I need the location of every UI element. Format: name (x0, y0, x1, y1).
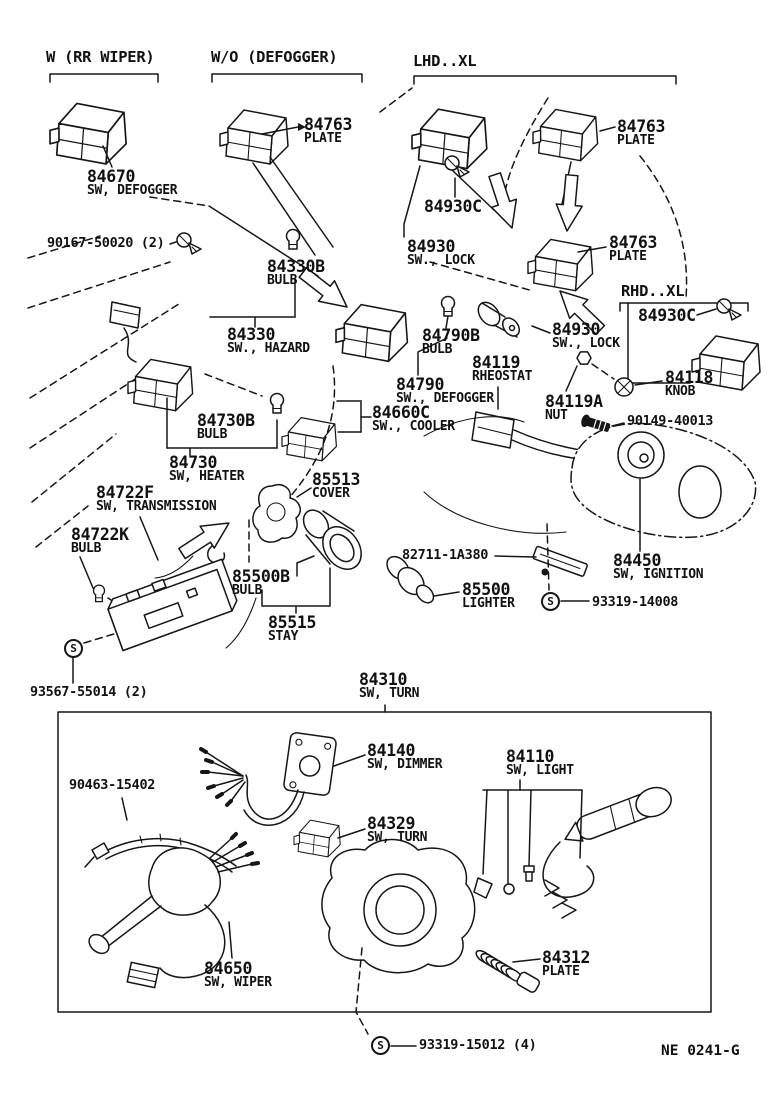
connector-drawing-wiper (126, 961, 160, 989)
screw-symbol: S (64, 639, 83, 658)
part-label-93319-15012: 93319-15012 (4) (419, 1037, 537, 1053)
part-label-82711-1a380: 82711-1A380 (402, 547, 489, 563)
part-label-90149-40013: 90149-40013 (627, 413, 714, 429)
bulb-drawing-84730b (269, 392, 285, 414)
screw-drawing-84930c-right (716, 298, 742, 321)
bulb-drawing-84330b (285, 228, 301, 250)
part-label-84930c-1: 84930C (424, 197, 482, 216)
screw-symbol: S (541, 592, 560, 611)
switch-drawing-84670 (49, 102, 128, 165)
bracket-drawing-82711 (532, 545, 588, 577)
switch-drawing-heater (127, 358, 194, 412)
bolt-drawing-90149 (581, 414, 611, 432)
flow-arrow (553, 173, 586, 233)
switch-drawing-hazard (335, 303, 409, 363)
switch-drawing-cooler (281, 417, 337, 462)
page-code: NE 0241-G (661, 1043, 740, 1059)
relay-drawing-84329 (293, 819, 341, 858)
bulb-drawing-84790b (440, 295, 456, 317)
section-label-wo-defogger: W/O (DEFOGGER) (211, 48, 338, 66)
part-label-93567-55014: 93567-55014 (2) (30, 684, 148, 700)
part-label-90463-15402: 90463-15402 (69, 777, 156, 793)
section-label-rhd-xl: RHD..XL (621, 282, 685, 300)
switch-drawing-84140 (283, 732, 337, 796)
section-label-w-rr-wiper: W (RR WIPER) (46, 48, 155, 66)
section-label-lhd-xl: LHD..XL (413, 52, 477, 70)
screw-drawing-90167 (176, 232, 202, 255)
flow-arrow (174, 511, 237, 566)
screw-symbol: S (371, 1036, 390, 1055)
unit-drawing-84722f (107, 558, 238, 652)
flow-arrow (481, 169, 526, 233)
plate-drawing-wo-defogger (219, 109, 289, 165)
bulb-drawing-84722k (92, 584, 106, 603)
part-label-93319-14008: 93319-14008 (592, 594, 679, 610)
part-label-90167-50020: 90167-50020 (2) (47, 235, 165, 251)
plate-drawing-lhd (532, 108, 599, 162)
part-label-84930c-2: 84930C (638, 306, 696, 325)
stalk-drawing-84110 (564, 786, 672, 842)
plate-drawing-center (527, 238, 594, 292)
